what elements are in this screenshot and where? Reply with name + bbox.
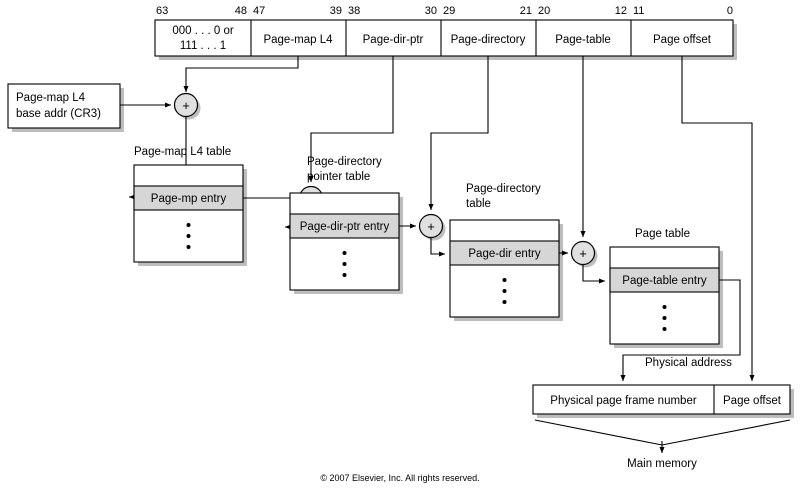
table-page-directory-pointer: Page-directory pointer table Page-dir-pt… <box>289 156 403 294</box>
va-field-sign-ext-line2: 111 . . . 1 <box>180 40 226 52</box>
physical-address-annotation: Physical address <box>645 357 732 369</box>
bit-label-63: 63 <box>156 5 168 17</box>
bit-label-0: 0 <box>727 5 733 17</box>
adder-4-symbol: + <box>579 246 587 261</box>
bit-label-30: 30 <box>425 5 437 17</box>
va-field-page-table: Page-table <box>555 34 611 46</box>
bit-label-39: 39 <box>330 5 342 17</box>
cr3-base-register-box: Page-map L4 base addr (CR3) <box>7 83 124 132</box>
bit-label-12: 12 <box>615 5 627 17</box>
wire-offset-to-physaddr <box>681 56 755 382</box>
wire-pte-to-frame-number <box>620 279 741 382</box>
bit-label-29: 29 <box>443 5 455 17</box>
wire-pd-to-adder3 <box>428 56 489 211</box>
bit-label-group: 63 48 47 39 38 30 29 21 20 12 11 0 <box>156 5 733 17</box>
bit-label-21: 21 <box>520 5 532 17</box>
table-1-entry-label: Page-mp entry <box>151 193 227 205</box>
cr3-label-line1: Page-map L4 <box>16 92 86 104</box>
va-field-sign-ext-line1: 000 . . . 0 or <box>172 25 234 37</box>
wire-pdp-to-adder2 <box>308 56 394 183</box>
adder-1: + <box>173 92 201 120</box>
adder-1-symbol: + <box>182 98 190 113</box>
wire-adder3-to-table3 <box>430 238 446 257</box>
table-3-caption-line1: Page-directory <box>466 183 541 195</box>
physical-address-bar: Physical page frame number Page offset <box>532 384 794 418</box>
wire-adder4-to-table4 <box>582 265 606 284</box>
table-page-table: Page table Page-table entry <box>609 228 723 348</box>
table-3-entry-label: Page-dir entry <box>468 248 540 260</box>
bit-label-47: 47 <box>253 5 265 17</box>
adder-3-symbol: + <box>427 219 435 234</box>
copyright-footer: © 2007 Elsevier, Inc. All rights reserve… <box>320 473 479 483</box>
table-2-entry-label: Page-dir-ptr entry <box>300 221 390 233</box>
va-field-page-directory: Page-directory <box>451 34 526 46</box>
physical-page-offset-label: Page offset <box>723 395 782 407</box>
cr3-label-line2: base addr (CR3) <box>16 108 101 120</box>
bit-label-11: 11 <box>633 5 644 17</box>
va-field-page-offset: Page offset <box>653 34 712 46</box>
virtual-address-bar: 000 . . . 0 or 111 . . . 1 Page-map L4 P… <box>154 19 737 60</box>
table-page-map-l4: Page-map L4 table Page-mp entry <box>133 146 247 266</box>
va-field-page-map-l4: Page-map L4 <box>263 34 333 46</box>
main-memory-label: Main memory <box>627 458 697 470</box>
physical-frame-number-label: Physical page frame number <box>550 395 697 407</box>
table-3-caption-line2: table <box>466 198 491 210</box>
adder-3: + <box>418 213 446 241</box>
table-1-caption: Page-map L4 table <box>134 146 231 158</box>
adder-4: + <box>570 240 598 268</box>
table-4-caption: Page table <box>635 228 690 240</box>
bit-label-48: 48 <box>235 5 247 17</box>
va-field-page-dir-ptr: Page-dir-ptr <box>363 34 424 46</box>
table-page-directory: Page-directory table Page-dir entry <box>449 183 563 321</box>
wire-pml4-to-adder1 <box>183 56 299 93</box>
bit-label-38: 38 <box>348 5 360 17</box>
table-4-entry-label: Page-table entry <box>622 275 707 287</box>
bit-label-20: 20 <box>538 5 550 17</box>
table-2-caption-line1: Page-directory <box>307 156 382 168</box>
table-2-caption-line2: pointer table <box>307 171 370 183</box>
